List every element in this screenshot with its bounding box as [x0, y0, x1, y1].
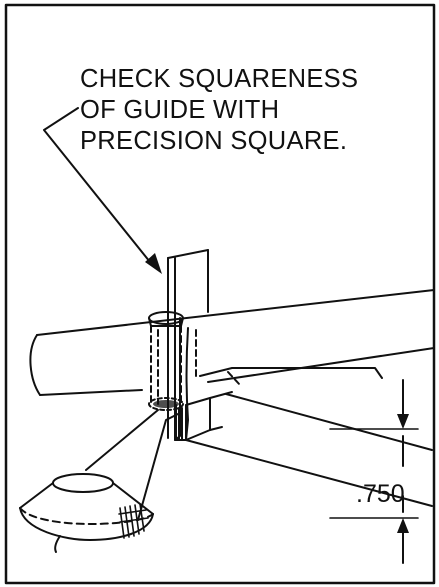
guide-pin [148, 311, 197, 411]
precision-square [167, 249, 209, 441]
figure-border [4, 3, 436, 585]
dimension-marks [329, 379, 419, 564]
callout-line-3: PRECISION SQUARE. [80, 127, 348, 155]
cross-bar [29, 289, 435, 396]
callout-line-2: OF GUIDE WITH [80, 96, 280, 124]
callout-line-1: CHECK SQUARENESS [80, 65, 359, 93]
callout-text: CHECK SQUARENESS OF GUIDE WITH PRECISION… [80, 64, 358, 157]
dimension-value: .750 [356, 480, 405, 508]
callout-leader [43, 107, 162, 274]
base-bushing [19, 409, 183, 553]
